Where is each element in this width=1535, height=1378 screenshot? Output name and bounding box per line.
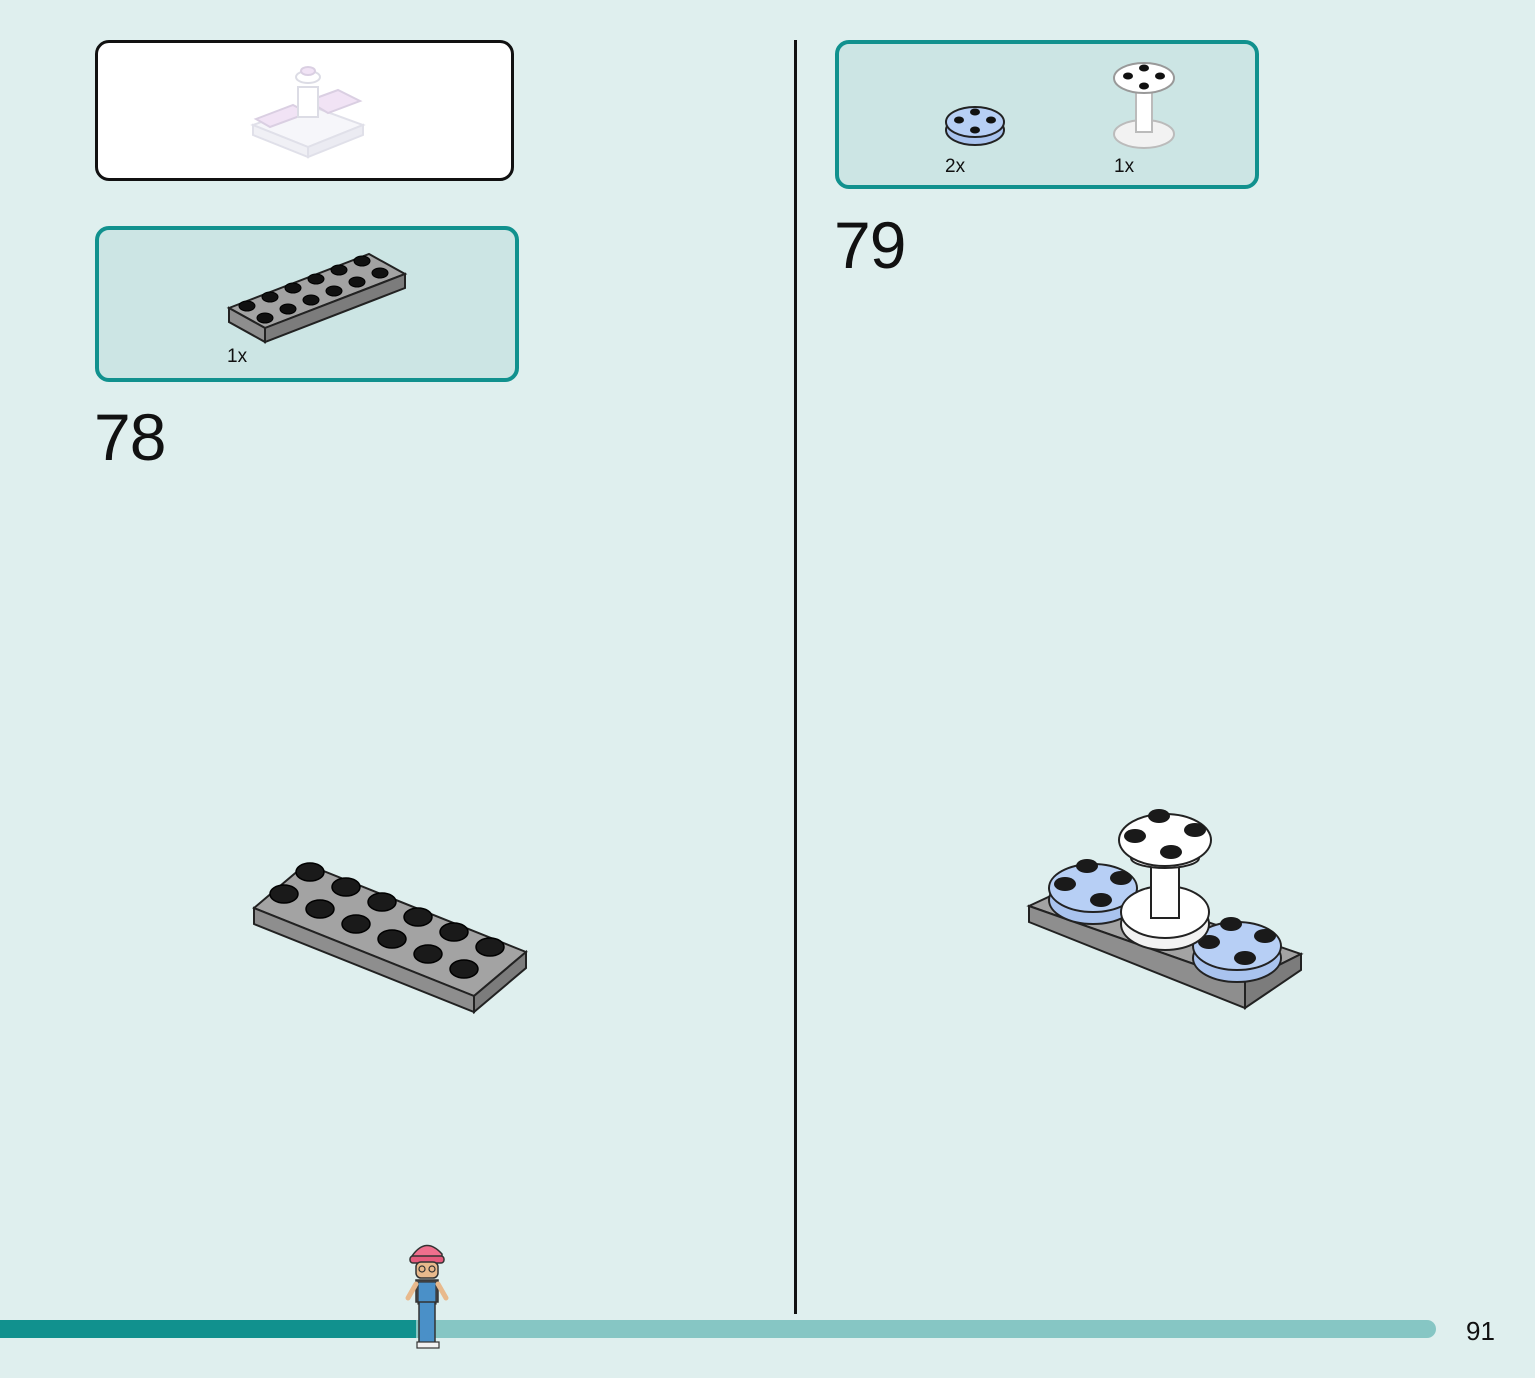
step-number-79: 79 [834, 208, 906, 282]
part-quantity: 1x [227, 346, 248, 367]
part-quantity: 2x [945, 156, 966, 177]
progress-bar-fill [0, 1320, 417, 1338]
step-78-build-illustration [252, 862, 528, 1015]
subassembly-callout [95, 40, 514, 181]
minifigure-progress-icon [405, 1244, 449, 1349]
part-quantity: 1x [1114, 156, 1135, 177]
step-number-78: 78 [94, 400, 166, 474]
step-79-build-illustration [1026, 809, 1304, 1010]
progress-bar [0, 1320, 1436, 1338]
parts-list-step-79: 2x 1x [835, 40, 1259, 189]
submodel-reference-icon [250, 66, 366, 159]
light-blue-round-plate-icon [945, 106, 1005, 146]
page-number: 91 [1466, 1316, 1495, 1346]
page-divider [794, 40, 797, 1314]
gray-plate-2x6-icon [226, 252, 408, 344]
white-round-stand-icon [1113, 62, 1175, 149]
parts-list-step-78: 1x [95, 226, 519, 382]
